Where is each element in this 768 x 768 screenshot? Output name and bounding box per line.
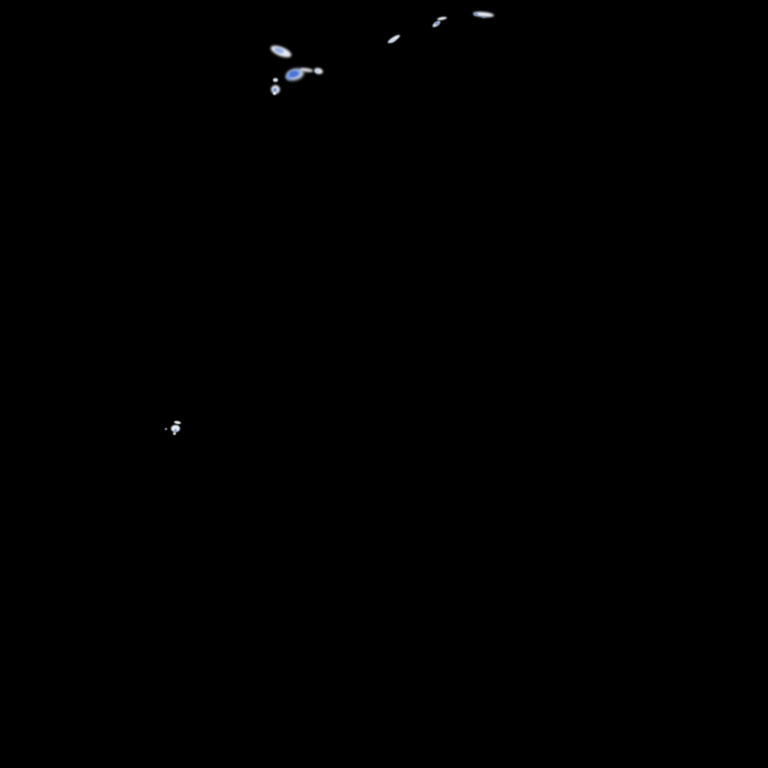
cloud-spot-streak-g-top [436, 16, 448, 21]
cloud-spot-blob-i-top-dash [173, 420, 181, 425]
cloud-spot-blob-i-left-speck [164, 427, 168, 431]
cloud-spot-bird-blob-fringe [284, 66, 306, 82]
cloud-spot-streak-h-left-core [473, 12, 479, 17]
cloud-spot-speck-d-core [273, 79, 277, 81]
cloud-spot-blob-e-white [270, 85, 280, 94]
cloud-spot-bird-blob-mid [285, 67, 302, 80]
cloud-spot-blob-e-core [273, 88, 277, 92]
cloud-spot-streak-h-white [472, 10, 495, 18]
cloud-spot-blob-i-main [171, 424, 180, 432]
cloud-spot-blob-i-lower-dot [172, 431, 177, 436]
cloud-spot-streak-a-white [269, 42, 293, 60]
cloud-spot-bird-blob-wisp [299, 67, 313, 73]
cloud-spot-blob-i-core [173, 428, 178, 433]
cloud-spot-bird-blob-tail [283, 74, 293, 82]
cloud-spot-bird-blob-core [287, 70, 299, 78]
cloud-spot-streak-g-lower [431, 20, 441, 29]
cloud-spot-streak-h-mid-core [481, 15, 487, 19]
cloud-spot-blob-c-core [314, 68, 321, 74]
cloud-spot-speck-d-white [272, 78, 279, 82]
cloud-spot-streak-g-core [435, 21, 439, 26]
cloud-spot-streak-f-core [389, 37, 397, 43]
cloud-spot-blob-c-white [312, 66, 324, 76]
cloud-spot-streak-a-core [272, 45, 285, 55]
cloud-spot-blob-e-dot [272, 92, 276, 95]
cloud-spot-streak-f-white [386, 33, 401, 46]
